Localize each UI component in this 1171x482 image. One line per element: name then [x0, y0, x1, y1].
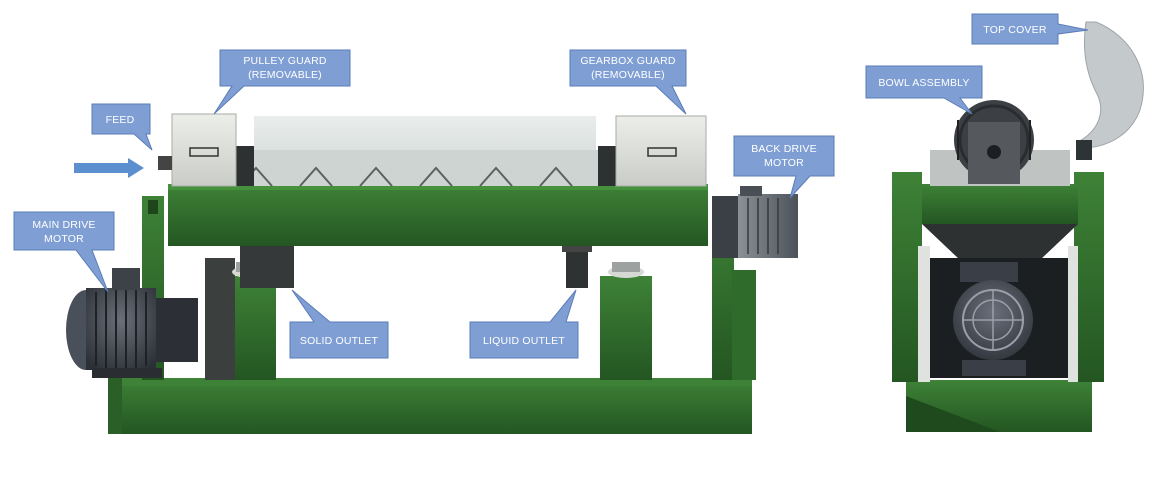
- callout-pulley-guard: PULLEY GUARD (REMOVABLE): [213, 49, 351, 115]
- callout-main-drive-motor-line2: MOTOR: [44, 233, 84, 245]
- callout-gearbox-guard: GEARBOX GUARD (REMOVABLE): [569, 49, 687, 115]
- callout-pulley-guard-line1: PULLEY GUARD: [243, 55, 327, 67]
- right-pedestal: [600, 276, 652, 380]
- callout-back-drive-motor-line2: MOTOR: [764, 157, 804, 169]
- callout-back-drive-motor: BACK DRIVE MOTOR: [733, 135, 835, 199]
- gearbox-guard: [615, 115, 707, 187]
- callout-gearbox-guard-line1: GEARBOX GUARD: [580, 55, 676, 67]
- arrow-right-icon: [74, 158, 144, 178]
- callout-liquid-outlet-label: LIQUID OUTLET: [483, 335, 565, 347]
- main-drive-motor: [66, 268, 198, 378]
- callout-bowl-assembly-label: BOWL ASSEMBLY: [878, 77, 969, 89]
- callout-gearbox-guard-line2: (REMOVABLE): [591, 69, 665, 81]
- top-cover: [1077, 21, 1144, 149]
- callout-main-drive-motor: MAIN DRIVE MOTOR: [13, 211, 115, 293]
- end-right-frame: [1074, 172, 1104, 382]
- callout-back-drive-motor-line1: BACK DRIVE: [751, 143, 817, 155]
- back-drive-motor: [712, 186, 798, 258]
- callout-pulley-guard-line2: (REMOVABLE): [248, 69, 322, 81]
- callout-feed: FEED: [91, 103, 153, 151]
- end-left-frame: [892, 172, 922, 382]
- end-view: [892, 21, 1144, 432]
- callout-top-cover-label: TOP COVER: [983, 24, 1046, 36]
- callout-feed-label: FEED: [106, 114, 135, 126]
- solid-outlet-chute: [240, 244, 294, 288]
- bowl-housing: [168, 184, 708, 246]
- callout-bowl-assembly: BOWL ASSEMBLY: [865, 65, 983, 115]
- pulley-guard: [158, 113, 237, 187]
- motor-fan-icon: [953, 262, 1033, 376]
- callout-solid-outlet-label: SOLID OUTLET: [300, 335, 379, 347]
- callout-solid-outlet: SOLID OUTLET: [289, 289, 389, 359]
- liquid-outlet-chute: [566, 244, 588, 288]
- callout-liquid-outlet: LIQUID OUTLET: [469, 289, 579, 359]
- bowl-assembly: [930, 100, 1070, 186]
- side-view: [66, 113, 798, 434]
- base-skid: [120, 378, 752, 434]
- callout-top-cover: TOP COVER: [971, 13, 1089, 45]
- callout-main-drive-motor-line1: MAIN DRIVE: [32, 219, 95, 231]
